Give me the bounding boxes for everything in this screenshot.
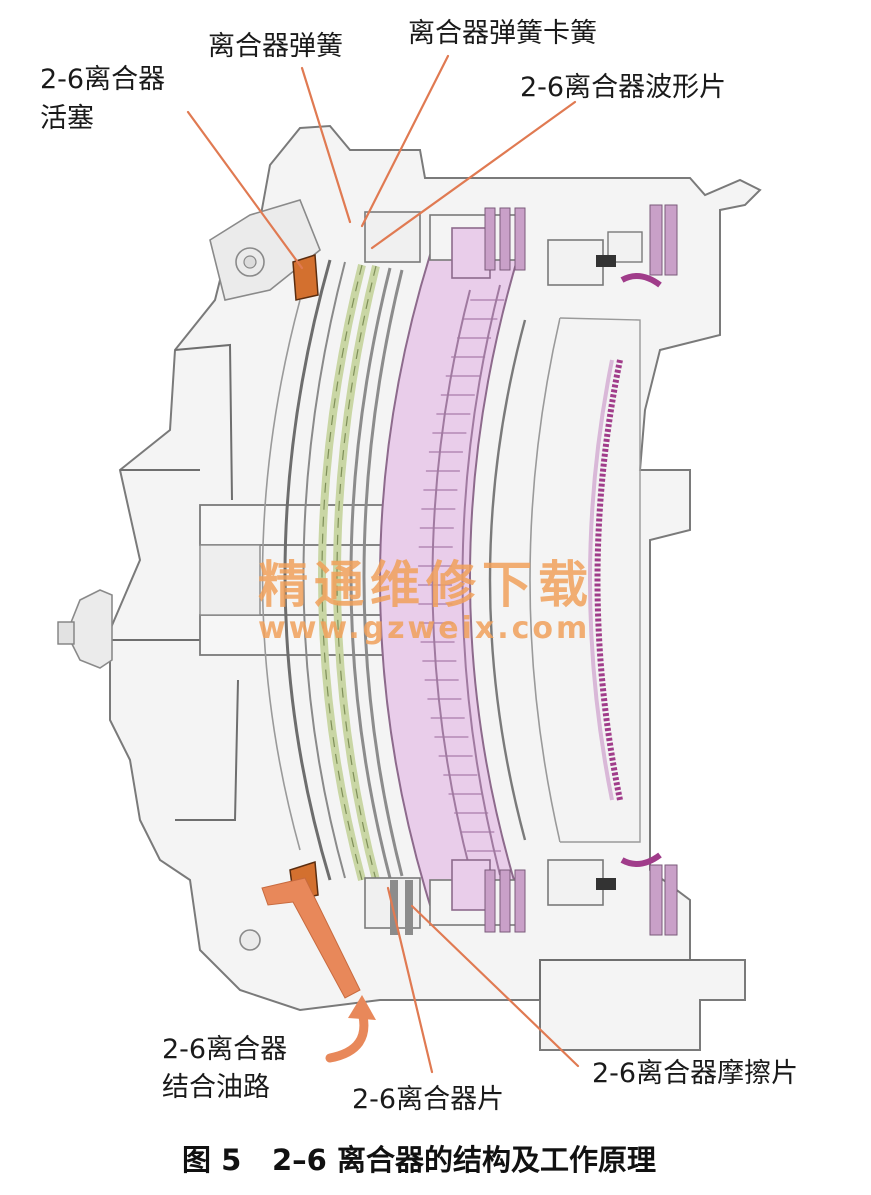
leader-lines [186, 54, 580, 1074]
leader-clutch-plate [386, 886, 434, 1074]
watermark-url: www.gzweix.com [258, 611, 590, 646]
label-clutch-spring-retainer: 离合器弹簧卡簧 [408, 18, 597, 49]
label-piston-line1: 2-6离合器 [40, 64, 165, 95]
label-oil-line2: 结合油路 [162, 1072, 270, 1103]
caption-figure-number: 图 5 [182, 1143, 241, 1177]
clutch-drum [261, 259, 346, 881]
leader-wave-plate [370, 100, 577, 250]
label-wave-plate: 2-6离合器波形片 [520, 72, 726, 103]
label-piston-line2: 活塞 [40, 103, 94, 134]
oil-flow-arrowhead [348, 995, 376, 1020]
label-friction-plate: 2-6离合器摩擦片 [592, 1058, 798, 1089]
label-clutch-spring: 离合器弹簧 [208, 31, 343, 62]
leader-spring-retainer [360, 54, 450, 228]
leader-friction-plate [410, 904, 580, 1068]
leader-piston [186, 110, 304, 270]
leader-spring [300, 66, 352, 224]
oil-passage [261, 877, 376, 1063]
caption-title: 2–6 离合器的结构及工作原理 [272, 1143, 656, 1177]
watermark-site-name: 精通维修下载 [258, 556, 594, 614]
label-oil-line1: 2-6离合器 [162, 1034, 287, 1065]
inner-drum [488, 317, 641, 843]
separator-plates [318, 264, 404, 882]
shaft-bolt [57, 504, 416, 669]
label-clutch-plate: 2-6离合器片 [352, 1084, 504, 1115]
oil-flow-arrow [325, 1007, 369, 1063]
